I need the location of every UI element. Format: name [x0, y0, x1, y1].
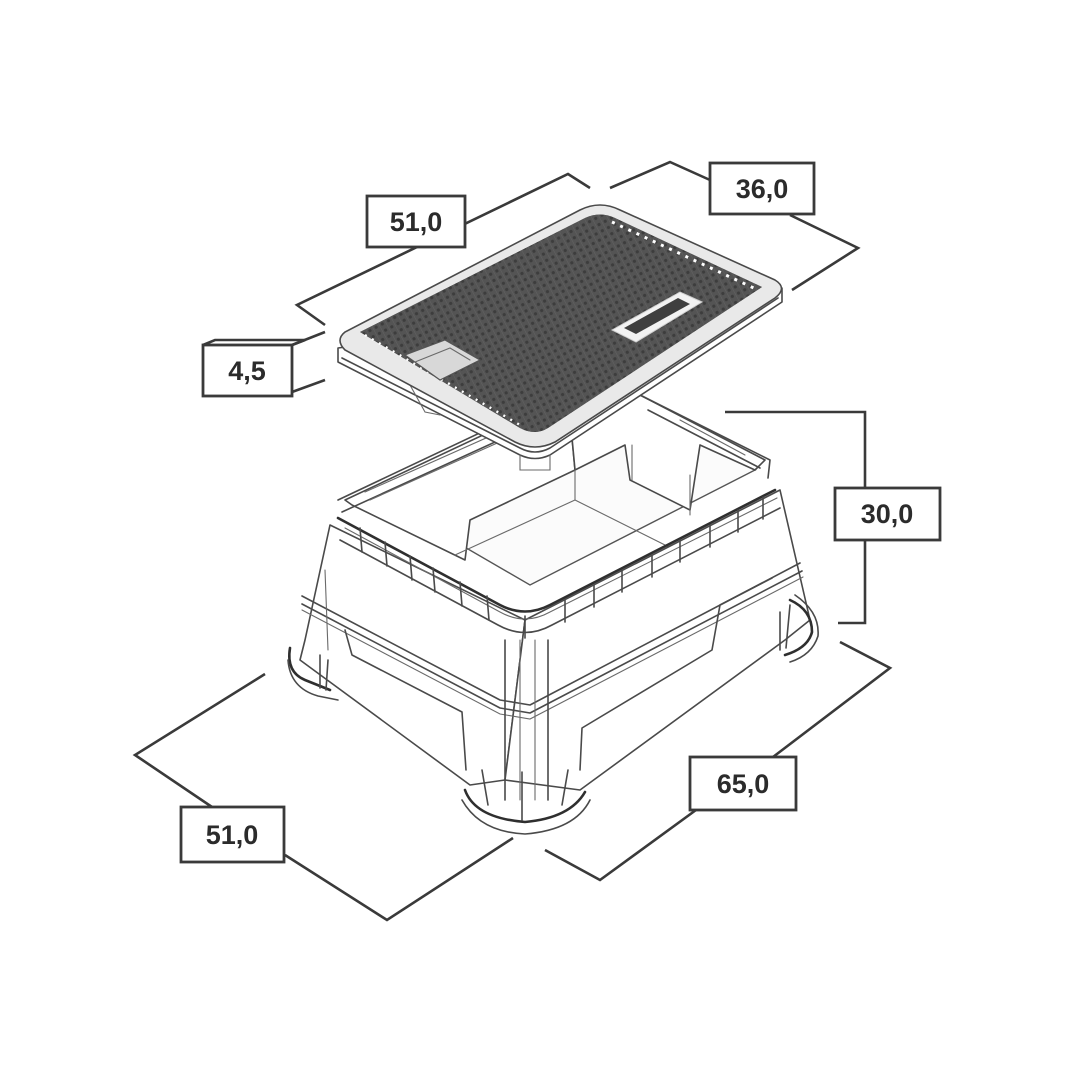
dimension-label-box [201, 343, 294, 398]
dimension-label-box [833, 486, 942, 542]
dimension-lid-height-label: 4,5 [228, 356, 266, 386]
dimension-lid-width-label: 36,0 [736, 174, 789, 204]
dimension-label-box [708, 161, 816, 216]
dimension-base-width: 51,0 [132, 672, 514, 922]
dimension-label-box [688, 755, 798, 812]
rim-ribs [359, 496, 764, 639]
dimension-base-width-label: 51,0 [206, 820, 259, 850]
top-rim-outer [336, 488, 777, 613]
dimension-lid-height: 4,5 [201, 330, 326, 398]
inner-back-right-wall [567, 394, 766, 511]
dimension-box-height: 30,0 [725, 410, 942, 625]
dimension-lid-width: 36,0 [609, 160, 861, 292]
valve-box-lid [337, 204, 783, 471]
dimension-label-box [365, 194, 467, 249]
box-feet [287, 594, 819, 835]
dimension-label-box [179, 805, 286, 864]
dimension-lid-length: 51,0 [294, 172, 591, 327]
dimension-base-length: 65,0 [544, 640, 893, 882]
dimension-box-height-label: 30,0 [861, 499, 914, 529]
dimension-base-length-label: 65,0 [717, 769, 770, 799]
dimension-lid-length-label: 51,0 [390, 207, 443, 237]
lid-latch [403, 339, 482, 381]
valve-box-body [287, 389, 819, 835]
